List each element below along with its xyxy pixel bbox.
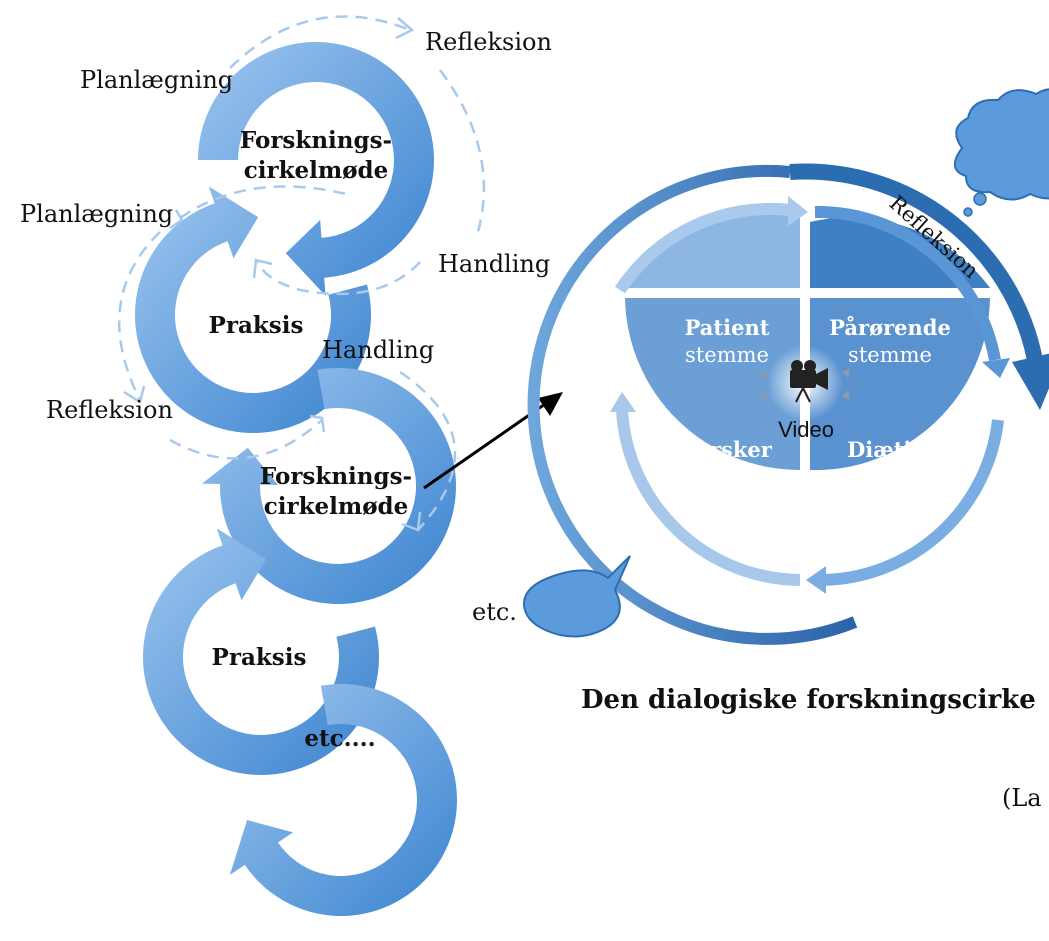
cycle-arrow-5 bbox=[229, 684, 457, 917]
quadrant-forsker-name: Forsker bbox=[682, 437, 773, 462]
cycle-1-label-line-2: cirkelmøde bbox=[244, 157, 389, 184]
cycle-3-label-line-1: Forsknings- bbox=[260, 463, 412, 490]
quadrant-patient-sub: stemme bbox=[685, 343, 769, 367]
cycle-arrow-1 bbox=[198, 42, 434, 296]
label-refleksion-mid: Refleksion bbox=[46, 396, 173, 424]
connector-arrow bbox=[423, 392, 563, 490]
speech-bubble bbox=[522, 555, 631, 638]
quadrant-diaetist-sub: stemme bbox=[848, 465, 932, 489]
dialogic-circle: Patient stemme Pårørende stemme Forsker … bbox=[472, 88, 1049, 645]
quadrant-diaetist-name: Diætist bbox=[847, 437, 933, 462]
phase-labels: Refleksion Planlægning Planlægning Handl… bbox=[20, 28, 552, 424]
cycle-5-label: etc.... bbox=[304, 725, 375, 752]
cycle-arrow-4 bbox=[143, 528, 380, 775]
quadrant-forsker-sub: stemme bbox=[685, 465, 769, 489]
center-video-label: Video bbox=[778, 417, 834, 442]
diagram-title: Den dialogiske forskningscirke bbox=[581, 685, 1036, 715]
cycle-3-label-line-2: cirkelmøde bbox=[264, 493, 409, 520]
label-handling-top: Handling bbox=[438, 250, 550, 278]
cycle-arrow-2 bbox=[135, 186, 371, 434]
cycle-4-label: Praksis bbox=[212, 644, 307, 671]
quadrant-diaetist bbox=[810, 298, 990, 471]
cycles-group bbox=[135, 42, 457, 917]
video-camera-icon bbox=[760, 360, 850, 403]
citation-fragment: (La bbox=[1002, 784, 1042, 812]
cycle-1-label-line-1: Forsknings- bbox=[240, 127, 392, 154]
quadrant-paaroerende-name: Pårørende bbox=[829, 315, 951, 340]
cycle-labels: Forsknings- cirkelmøde Praksis Forskning… bbox=[209, 127, 413, 752]
thought-bubble bbox=[954, 88, 1049, 217]
label-handling-mid: Handling bbox=[322, 336, 434, 364]
quadrant-paaroerende-sub: stemme bbox=[848, 343, 932, 367]
dashed-arcs bbox=[117, 15, 486, 532]
cycle-2-label: Praksis bbox=[209, 312, 304, 339]
label-refleksion-top: Refleksion bbox=[425, 28, 552, 56]
label-planlaegning-mid: Planlægning bbox=[20, 200, 173, 228]
etc-label: etc. bbox=[472, 598, 517, 626]
quadrant-patient-name: Patient bbox=[685, 315, 770, 340]
cycle-arrow-3 bbox=[202, 368, 456, 605]
label-planlaegning-top: Planlægning bbox=[80, 66, 233, 94]
